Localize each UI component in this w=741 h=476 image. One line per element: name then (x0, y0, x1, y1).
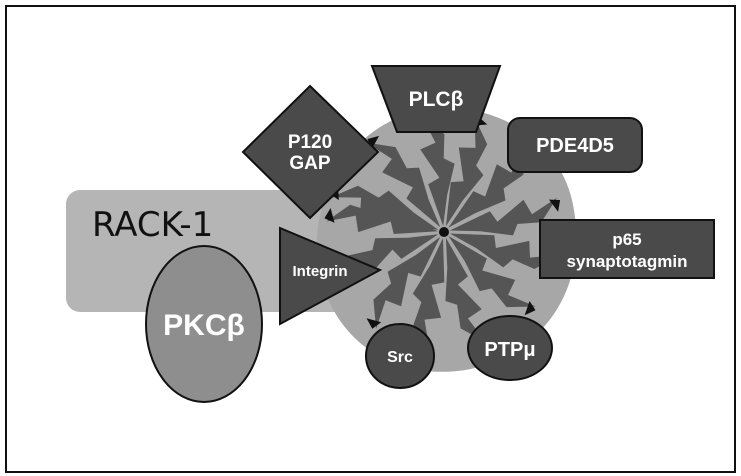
propeller-blade (448, 145, 525, 228)
integrin-label: Integrin (293, 263, 348, 280)
ptp-mu-label: PTPμ (484, 339, 535, 361)
ptp-mu-shape (467, 315, 553, 381)
propeller-blade (448, 236, 536, 308)
p120-gap-shape (241, 84, 380, 220)
propeller-blade (449, 233, 560, 269)
plc-beta-shape (370, 65, 502, 133)
propeller-blade (420, 116, 455, 227)
propeller-blade (326, 203, 439, 234)
p120-gap-label-line2: GAP (289, 153, 331, 174)
rack1-label: RACK-1 (92, 205, 213, 245)
propeller-blade-tip (324, 208, 335, 223)
propeller-blade-tip (549, 199, 561, 212)
pkc-beta-shape (145, 245, 263, 403)
pde4d5-label: PDE4D5 (536, 135, 614, 157)
propeller-blade (336, 234, 439, 282)
propeller-blade (445, 117, 488, 227)
synaptotagmin-shape (539, 219, 715, 279)
propeller-blade-tip (366, 318, 382, 329)
propeller-blade (373, 236, 441, 329)
p120-gap-label-line1: P120 (288, 132, 332, 153)
plc-beta-label: PLCβ (409, 88, 464, 111)
pde4d5-shape (507, 117, 643, 173)
propeller-blade-tip (524, 301, 536, 316)
propeller-blade (449, 197, 557, 236)
propeller-blade (445, 237, 487, 343)
propeller-blade (412, 237, 445, 350)
propeller-hub (439, 227, 449, 237)
integrin-shape (279, 226, 383, 326)
src-shape (365, 323, 435, 389)
synaptotagmin-label-line2: synaptotagmin (567, 252, 688, 271)
synaptotagmin-label-line1: p65 (612, 230, 641, 249)
propeller-blade (366, 142, 441, 228)
src-label: Src (387, 349, 413, 366)
pkc-beta-label: PKCβ (163, 309, 245, 342)
